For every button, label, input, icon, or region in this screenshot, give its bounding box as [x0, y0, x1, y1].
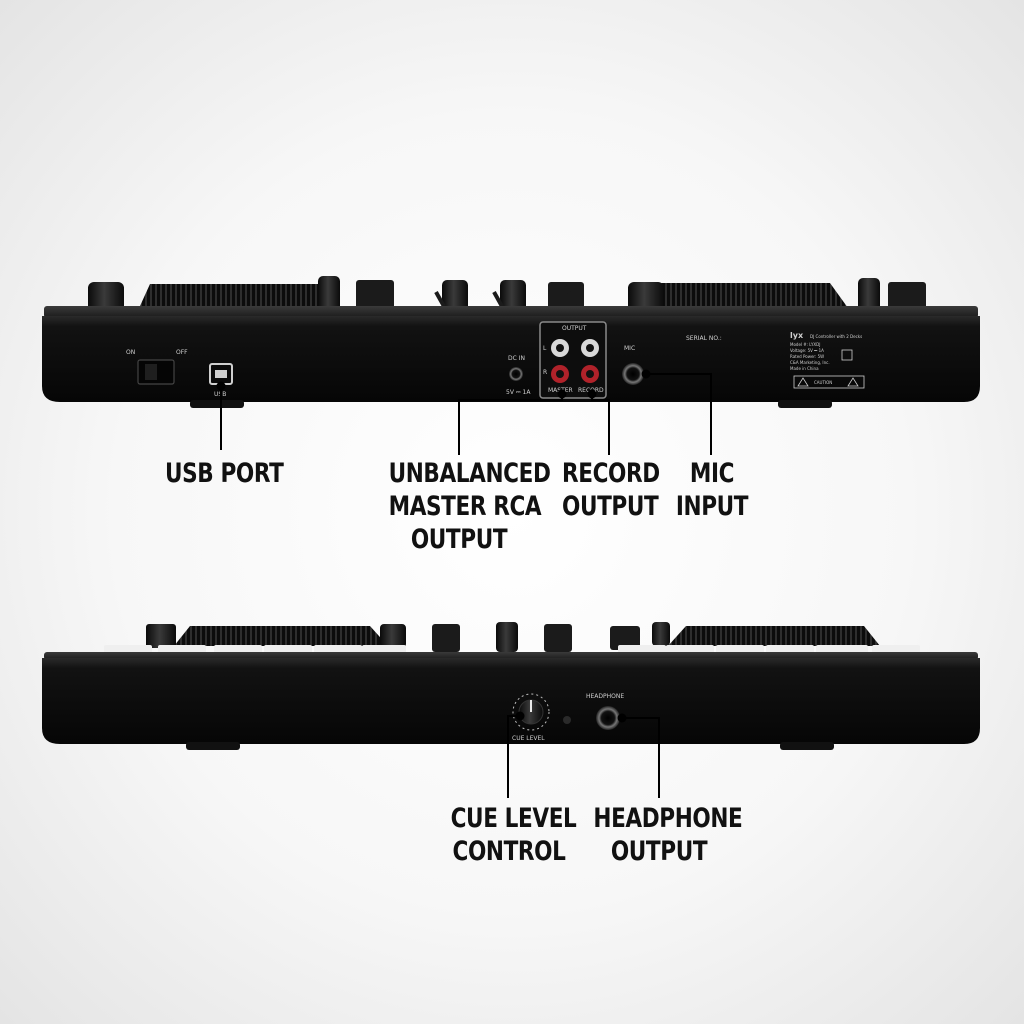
record-output-callout-line: OUTPUT — [562, 491, 659, 522]
mic-input-jack[interactable] — [622, 363, 644, 385]
master-output-callout: UNBALANCED MASTER RCA OUTPUT — [388, 457, 551, 556]
caution-label: CAUTION — [814, 380, 832, 385]
cue-level-callout-line: CUE LEVEL — [450, 803, 577, 834]
rear-panel: ON OFF USB DC IN 5V ⎓ 1A OUTPUT L R MAST… — [42, 276, 980, 408]
channel-l-label: L — [543, 345, 547, 352]
knob-icon — [858, 278, 880, 314]
dc-in-label: DC IN — [508, 355, 525, 362]
headphone-output-callout-line: OUTPUT — [610, 836, 708, 867]
knob-icon — [318, 276, 340, 314]
usb-port-callout-line: USB PORT — [165, 458, 284, 489]
warning-triangle-icon — [797, 377, 809, 387]
mic-input-callout: MIC INPUT — [672, 457, 752, 523]
usb-port-callout: USB PORT — [165, 457, 284, 490]
spec-line-power: Rated Power: 5W — [790, 354, 824, 359]
dc-in-jack[interactable] — [509, 367, 523, 381]
knob-icon — [442, 280, 468, 312]
record-output-callout: RECORD OUTPUT — [562, 457, 660, 523]
switch-on-label: ON — [126, 349, 135, 356]
mic-input-callout-line: INPUT — [675, 491, 749, 522]
left-jog-wheel-icon — [174, 626, 388, 646]
knob-icon — [500, 280, 526, 312]
mic-input-callout-line: MIC — [689, 458, 735, 489]
brand-logo: lyx — [790, 331, 804, 340]
knob-icon — [356, 280, 394, 312]
screw-icon — [563, 716, 571, 724]
cue-level-knob[interactable] — [512, 693, 550, 731]
master-output-callout-line: OUTPUT — [410, 524, 508, 555]
right-jog-wheel-icon — [668, 626, 880, 646]
headphone-jack[interactable] — [596, 706, 620, 730]
headphone-output-callout-line: HEADPHONE — [593, 803, 743, 834]
knob-icon — [380, 624, 406, 648]
spec-line-model: Model #: LYXDJ — [790, 342, 820, 347]
output-header: OUTPUT — [562, 325, 587, 332]
cue-level-label: CUE LEVEL — [512, 735, 545, 742]
spec-line-company: C&A Marketing, Inc. — [790, 360, 830, 365]
serial-label: SERIAL NO.: — [686, 335, 722, 342]
rear-callout-lines — [216, 369, 712, 455]
master-output-callout-line: MASTER RCA — [388, 491, 542, 522]
cue-level-callout-line: CONTROL — [452, 836, 566, 867]
mic-label: MIC — [624, 345, 635, 352]
knob-icon — [652, 622, 670, 646]
headphone-label: HEADPHONE — [586, 693, 624, 700]
knob-icon — [496, 622, 518, 652]
record-output-callout-line: RECORD — [562, 458, 660, 489]
spec-line-origin: Made in China — [790, 366, 819, 371]
headphone-output-callout: HEADPHONE OUTPUT — [593, 802, 743, 868]
knob-icon — [432, 624, 460, 652]
master-output-callout-line: UNBALANCED — [388, 458, 551, 489]
spec-plate: lyx DJ Controller with 2 Decks Model #: … — [790, 331, 865, 389]
knob-icon — [146, 624, 176, 648]
knob-icon — [544, 624, 572, 652]
spec-title: DJ Controller with 2 Decks — [810, 334, 862, 339]
right-jog-wheel-icon — [630, 283, 848, 308]
cue-level-callout: CUE LEVEL CONTROL — [450, 802, 577, 868]
left-jog-wheel-icon — [140, 284, 338, 306]
channel-r-label: R — [543, 369, 547, 376]
knob-icon — [610, 626, 640, 650]
front-callout-lines — [507, 711, 660, 798]
switch-off-label: OFF — [176, 349, 188, 356]
spec-line-voltage: Voltage: 5V ⎓ 1A — [790, 348, 824, 353]
front-panel-body — [42, 658, 980, 744]
rear-panel-body — [42, 316, 980, 402]
warning-triangle-icon — [847, 377, 859, 387]
front-panel: CUE LEVEL HEADPHONE — [42, 622, 980, 750]
power-spec-label: 5V ⎓ 1A — [506, 389, 531, 396]
caution-plate — [793, 375, 865, 389]
